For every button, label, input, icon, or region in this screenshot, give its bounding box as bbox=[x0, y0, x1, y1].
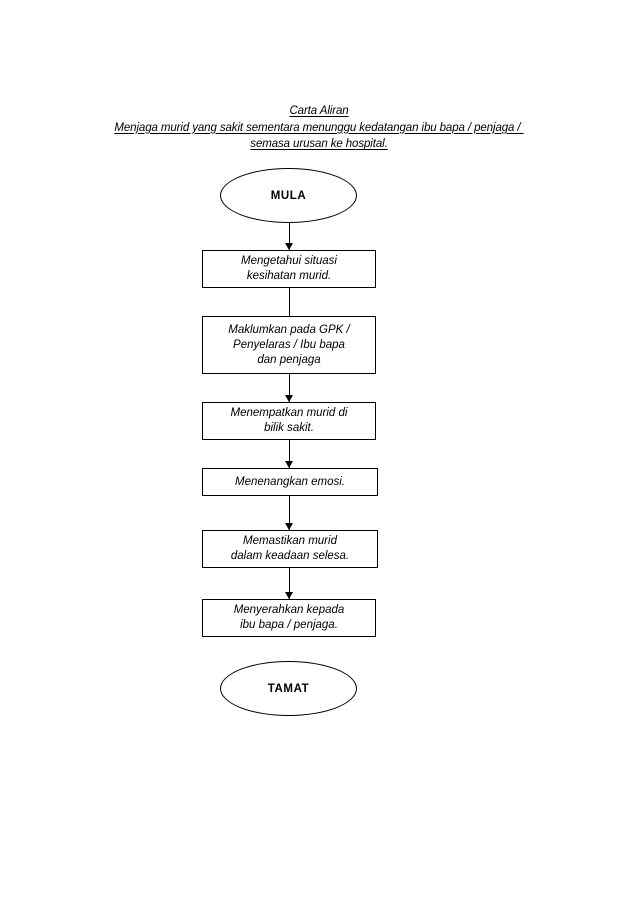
title-line-3: semasa urusan ke hospital. bbox=[250, 138, 388, 150]
flow-edge-start-step1 bbox=[288, 223, 290, 250]
flow-edge-step2-step3 bbox=[288, 374, 290, 402]
flow-edge-step4-step5-arrowhead bbox=[285, 523, 293, 530]
flow-edge-step3-step4-arrowhead bbox=[285, 461, 293, 468]
flow-edge-step1-step2 bbox=[288, 288, 290, 316]
flow-node-step3[interactable]: Menempatkan murid di bilik sakit. bbox=[202, 402, 376, 440]
flow-edge-step4-step5 bbox=[288, 496, 290, 530]
flow-node-step3-label: Menempatkan murid di bilik sakit. bbox=[230, 407, 348, 434]
flow-node-step5-label: Memastikan murid dalam keadaan selesa. bbox=[230, 535, 350, 562]
flow-node-step6-label: Menyerahkan kepada ibu bapa / penjaga. bbox=[233, 604, 345, 631]
flow-node-end-label: TAMAT bbox=[267, 682, 310, 695]
flow-node-step2[interactable]: Maklumkan pada GPK / Penyelaras / Ibu ba… bbox=[202, 316, 376, 374]
flow-edge-step5-step6-arrowhead bbox=[285, 592, 293, 599]
title-line-1: Carta Aliran bbox=[289, 105, 349, 117]
flow-node-step4-label: Menenangkan emosi. bbox=[235, 475, 345, 488]
flow-node-step6[interactable]: Menyerahkan kepada ibu bapa / penjaga. bbox=[202, 599, 376, 637]
flow-node-step4[interactable]: Menenangkan emosi. bbox=[202, 468, 378, 496]
flow-node-step5[interactable]: Memastikan murid dalam keadaan selesa. bbox=[202, 530, 378, 568]
flow-edge-step5-step6 bbox=[288, 568, 290, 599]
flow-node-end[interactable]: TAMAT bbox=[220, 661, 357, 716]
flow-node-start[interactable]: MULA bbox=[220, 168, 357, 223]
flow-node-start-label: MULA bbox=[270, 189, 307, 202]
flow-edge-start-step1-arrowhead bbox=[285, 243, 293, 250]
flow-node-step1[interactable]: Mengetahui situasi kesihatan murid. bbox=[202, 250, 376, 288]
flow-edge-step3-step4 bbox=[288, 440, 290, 468]
page-title: Carta Aliran Menjaga murid yang sakit se… bbox=[69, 103, 569, 153]
flow-edge-step2-step3-arrowhead bbox=[285, 395, 293, 402]
flow-node-step1-label: Mengetahui situasi kesihatan murid. bbox=[241, 255, 337, 282]
title-line-2: Menjaga murid yang sakit sementara menun… bbox=[114, 121, 524, 134]
flow-node-step2-label: Maklumkan pada GPK / Penyelaras / Ibu ba… bbox=[228, 323, 350, 366]
